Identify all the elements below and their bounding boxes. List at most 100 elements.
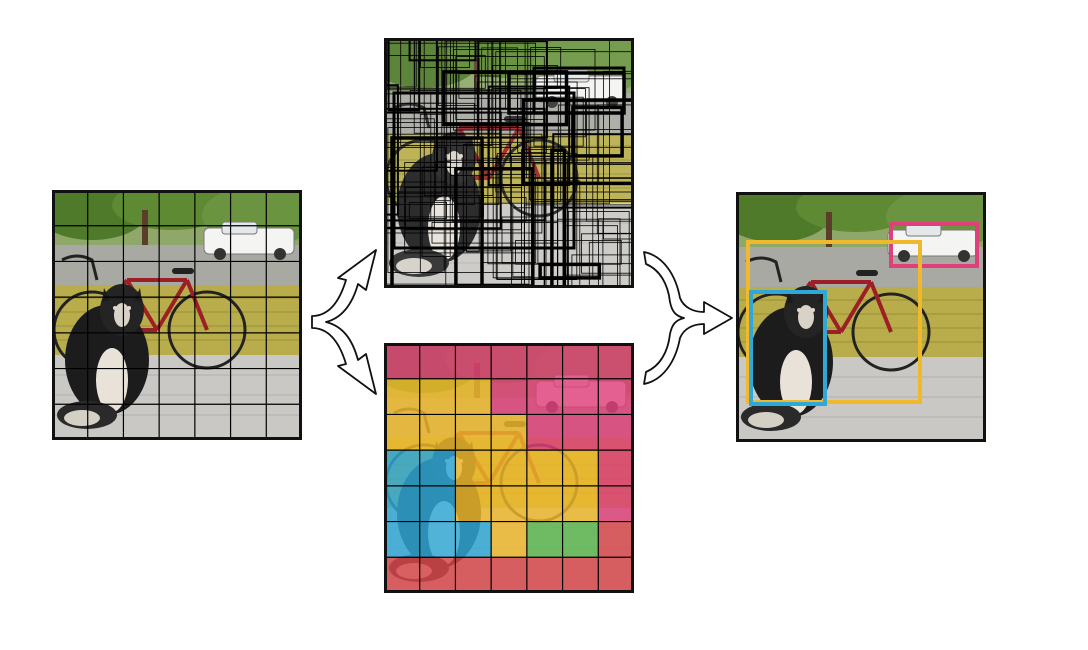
class-cell-yellow: [384, 378, 420, 415]
high-confidence-box: [532, 66, 626, 115]
candidate-box: [509, 78, 634, 163]
candidate-box: [581, 233, 634, 274]
candidate-box: [567, 200, 634, 288]
candidate-box: [492, 158, 568, 279]
candidate-box: [384, 102, 475, 205]
candidate-box: [543, 87, 590, 161]
class-cell-blue: [384, 450, 420, 486]
class-cell-yellow: [384, 414, 420, 451]
class-cell-yellow: [491, 450, 527, 486]
class-cell-pink: [598, 485, 634, 522]
candidate-box: [408, 202, 447, 219]
candidate-box: [495, 155, 594, 280]
class-cell-yellow: [491, 485, 527, 522]
class-cell-pink: [419, 343, 456, 379]
class-cell-yellow: [491, 521, 527, 558]
class-cell-pink: [598, 450, 634, 486]
candidate-box: [487, 177, 539, 265]
candidate-box: [451, 197, 527, 222]
candidate-box: [384, 38, 448, 198]
input-image-grid-panel: [52, 190, 302, 440]
candidate-box: [413, 38, 502, 134]
class-cell-blue: [419, 521, 456, 558]
class-cell-blue: [384, 521, 420, 558]
class-cell-red: [455, 557, 492, 593]
candidate-box: [596, 104, 634, 234]
class-cell-pink: [562, 378, 599, 415]
class-cell-pink: [384, 343, 420, 379]
class-cell-pink: [526, 343, 563, 379]
candidate-box: [405, 187, 522, 231]
candidate-box: [552, 133, 634, 209]
candidate-box: [421, 166, 451, 257]
class-cell-pink: [598, 343, 634, 379]
class-cell-red: [598, 557, 634, 593]
class-cell-blue: [455, 521, 492, 558]
class-cell-yellow: [562, 485, 599, 522]
class-cell-yellow: [455, 485, 492, 522]
candidate-box: [550, 148, 567, 288]
candidate-box: [384, 54, 486, 89]
candidate-box: [384, 118, 435, 228]
class-cell-blue: [419, 485, 456, 522]
candidate-box: [431, 221, 558, 244]
candidate-box: [384, 107, 546, 222]
class-cell-pink: [562, 414, 599, 451]
class-cell-blue: [419, 450, 456, 486]
candidate-box: [384, 133, 543, 234]
class-cell-red: [419, 557, 456, 593]
grid-overlay: [384, 343, 634, 593]
class-cell-pink: [526, 414, 563, 451]
class-cell-yellow: [419, 414, 456, 451]
candidate-box: [450, 38, 489, 176]
candidate-box: [529, 146, 634, 201]
candidate-box: [420, 38, 470, 68]
class-cell-pink: [598, 378, 634, 415]
class-cell-pink: [598, 414, 634, 451]
candidate-box: [384, 38, 443, 194]
class-cell-red: [526, 557, 563, 593]
candidate-box: [496, 153, 578, 280]
class-cell-pink: [455, 343, 492, 379]
car-detection-box: [889, 222, 979, 268]
class-cell-yellow: [455, 450, 492, 486]
candidate-box: [466, 142, 480, 253]
candidate-box: [442, 70, 569, 127]
dog-detection-box: [749, 290, 827, 406]
class-cell-yellow: [526, 450, 563, 486]
class-cell-green: [562, 521, 599, 558]
class-cell-yellow: [455, 414, 492, 451]
class-probability-map-panel: [384, 343, 634, 593]
class-cell-yellow: [419, 378, 456, 415]
candidate-box: [435, 161, 451, 202]
class-cell-pink: [526, 378, 563, 415]
candidate-box: [538, 262, 602, 280]
class-cell-pink: [491, 343, 527, 379]
class-cell-yellow: [526, 485, 563, 522]
final-detections-panel: [736, 192, 986, 442]
high-confidence-box: [392, 91, 576, 250]
class-probability-cells: [384, 343, 634, 593]
class-cell-green: [526, 521, 563, 558]
candidate-box: [384, 38, 500, 188]
bicycle-detection-box: [746, 240, 922, 404]
grid-overlay: [52, 190, 302, 440]
high-confidence-box: [390, 136, 484, 288]
class-cell-red: [562, 557, 599, 593]
merging-arrow-icon: [643, 251, 733, 385]
class-cell-yellow: [491, 414, 527, 451]
bounding-boxes-confidence-panel: [384, 38, 634, 288]
candidate-box: [567, 211, 630, 288]
class-cell-red: [384, 557, 420, 593]
candidate-box: [387, 38, 421, 112]
class-cell-yellow: [562, 450, 599, 486]
candidate-box: [557, 218, 634, 288]
class-cell-red: [598, 521, 634, 558]
candidate-box: [423, 38, 494, 197]
candidate-box: [521, 98, 634, 186]
candidate-box: [533, 96, 584, 147]
class-cell-pink: [491, 378, 527, 415]
branching-arrow-icon: [311, 249, 377, 395]
class-cell-red: [491, 557, 527, 593]
